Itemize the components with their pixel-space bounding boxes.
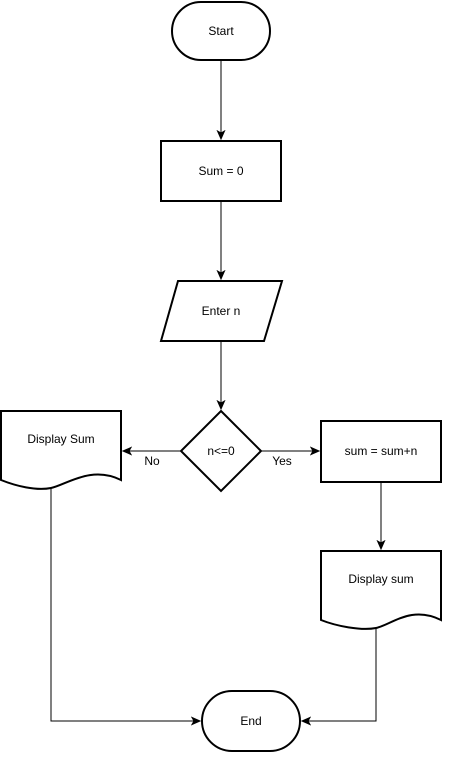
end-terminator[interactable]: End [201,690,301,752]
enter-n-input[interactable]: Enter n [159,280,284,342]
decision-diamond[interactable]: n<=0 [179,409,263,493]
sum-init-process[interactable]: Sum = 0 [160,140,282,202]
enter-n-label: Enter n [202,304,241,318]
start-label: Start [208,24,234,38]
display-sum-left-label: Display Sum [27,432,94,446]
start-terminator[interactable]: Start [171,1,271,61]
sum-update-process[interactable]: sum = sum+n [320,420,442,483]
display-sum-right-document[interactable]: Display sum [320,550,442,630]
edge-display-right-to-end [302,628,377,721]
sum-init-label: Sum = 0 [198,164,243,178]
decision-label: n<=0 [207,444,235,458]
edge-label-no-bg [139,453,165,469]
edge-label-yes: Yes [272,454,292,468]
edge-display-left-to-end [50,483,200,721]
display-sum-right-label: Display sum [348,572,413,586]
end-label: End [240,714,261,728]
edge-label-yes-bg [268,453,296,469]
display-sum-left-document[interactable]: Display Sum [0,410,122,490]
edge-label-no: No [144,454,160,468]
sum-update-label: sum = sum+n [345,444,418,458]
